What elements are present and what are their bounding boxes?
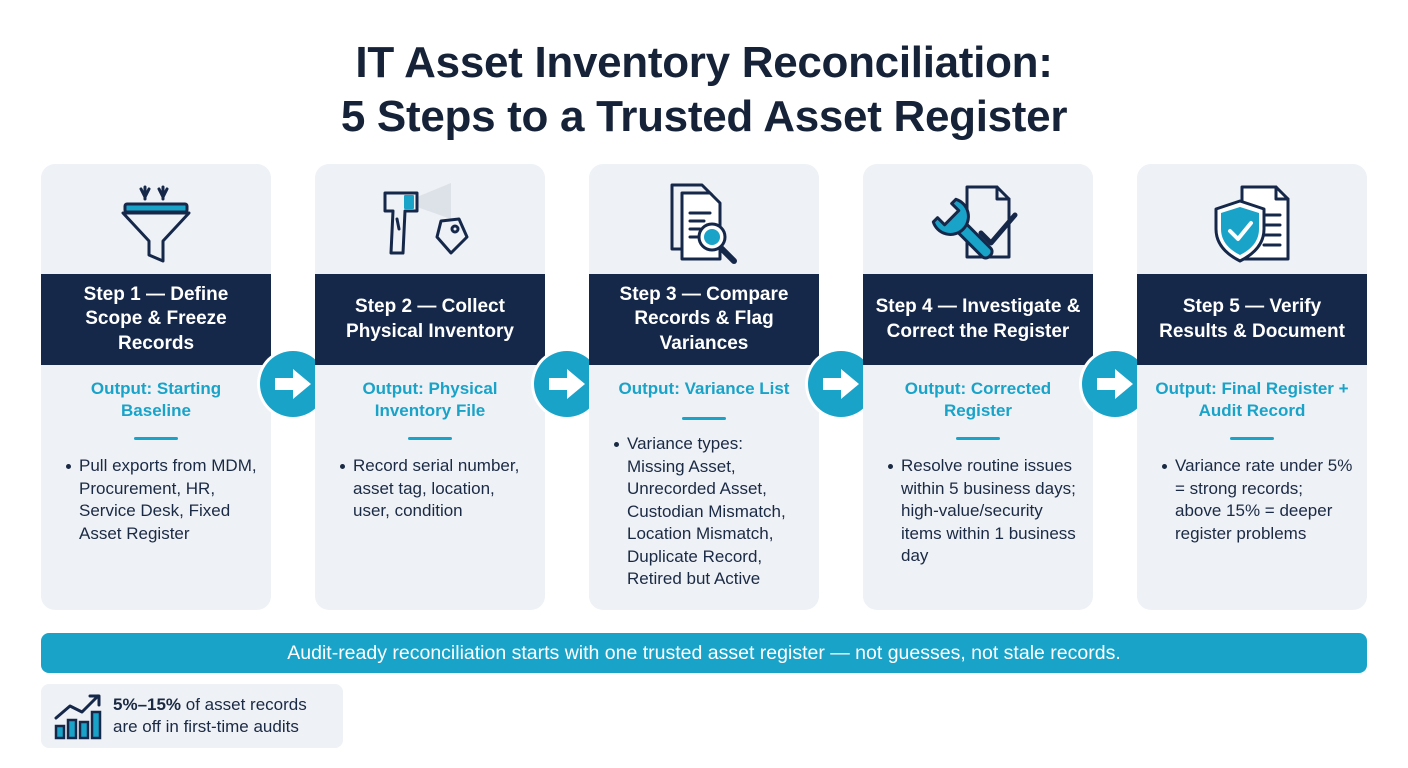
step-4-bullets: Resolve routine issues within 5 business… [863,455,1093,568]
step-card-2: Step 2 — Collect Physical Inventory Outp… [315,164,545,610]
stat-highlight: 5%–15% [113,695,182,714]
stat-line-1: of asset records [181,695,307,714]
document-search-icon [589,176,819,272]
shield-document-icon [1137,176,1367,272]
step-3-bullet: Variance types: Missing Asset, Unrecorde… [614,433,805,591]
stat-callout: 5%–15% of asset records are off in first… [41,684,343,748]
step-5-output: Output: Final Register + Audit Record [1155,379,1349,420]
step-card-4: Step 4 — Investigate & Correct the Regis… [863,164,1093,610]
barcode-scanner-icon [315,176,545,272]
title-line-1: IT Asset Inventory Reconciliation: [355,38,1053,87]
summary-banner: Audit-ready reconciliation starts with o… [41,633,1367,673]
title-line-2: 5 Steps to a Trusted Asset Register [340,92,1068,141]
stat-text: 5%–15% of asset records are off in first… [113,694,307,738]
step-5-bullet: Variance rate under 5% = strong records;… [1162,455,1353,545]
step-2-bullet: Record serial number, asset tag, locatio… [340,455,531,523]
step-2-output: Output: Physical Inventory File [362,379,498,420]
step-4-heading: Step 4 — Investigate & Correct the Regis… [863,274,1093,365]
step-4-divider [956,437,1000,440]
step-4-output: Output: Corrected Register [904,379,1052,420]
funnel-icon [41,176,271,272]
step-3-bullets: Variance types: Missing Asset, Unrecorde… [589,433,819,591]
step-card-3: Step 3 — Compare Records & Flag Variance… [589,164,819,610]
step-5-bullets: Variance rate under 5% = strong records;… [1137,455,1367,545]
step-4-bullet: Resolve routine issues within 5 business… [888,455,1079,568]
step-5-heading: Step 5 — Verify Results & Document [1137,274,1367,365]
stat-line-2: are off in first-time audits [113,717,299,736]
step-2-bullets: Record serial number, asset tag, locatio… [315,455,545,523]
rising-chart-icon [52,692,106,740]
step-card-5: Step 5 — Verify Results & Document Outpu… [1137,164,1367,610]
step-1-heading: Step 1 — Define Scope & Freeze Records [41,274,271,365]
step-1-bullet: Pull exports from MDM, Procurement, HR, … [66,455,257,545]
step-2-heading: Step 2 — Collect Physical Inventory [315,274,545,365]
step-3-output: Output: Variance List [618,379,790,398]
step-2-divider [408,437,452,440]
step-5-divider [1230,437,1274,440]
step-3-divider [682,417,726,420]
step-1-divider [134,437,178,440]
page-title: IT Asset Inventory Reconciliation: 5 Ste… [0,36,1408,144]
wrench-check-icon [863,176,1093,272]
step-card-1: Step 1 — Define Scope & Freeze Records O… [41,164,271,610]
step-3-heading: Step 3 — Compare Records & Flag Variance… [589,274,819,365]
step-1-bullets: Pull exports from MDM, Procurement, HR, … [41,455,271,545]
step-1-output: Output: Starting Baseline [90,379,222,420]
